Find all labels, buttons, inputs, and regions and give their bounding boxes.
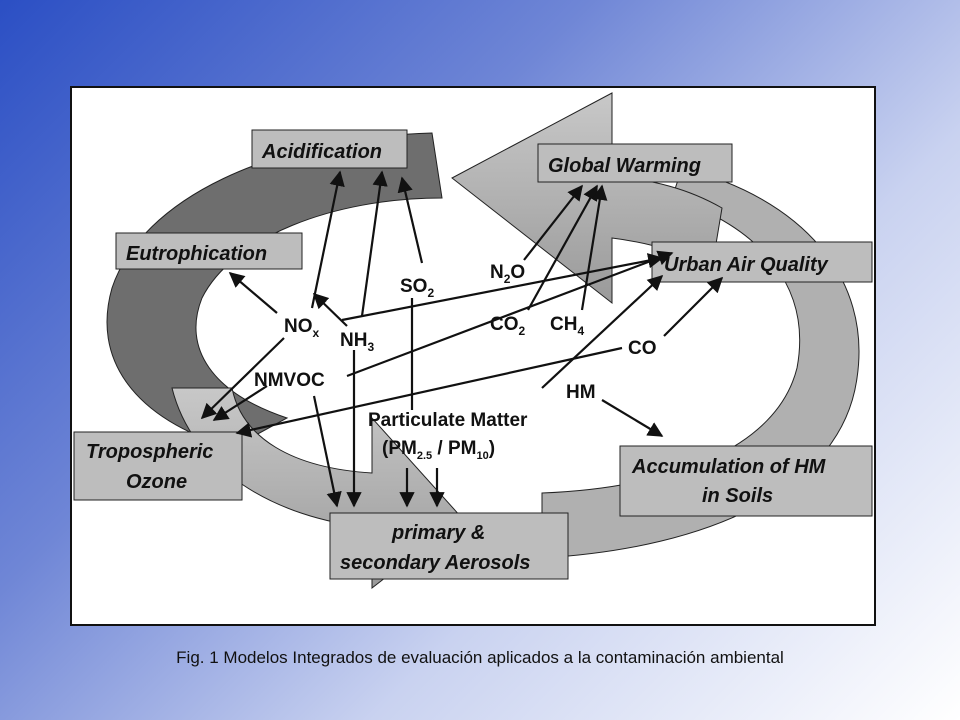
label-in-soils: in Soils — [702, 485, 773, 507]
label-accumulation: Accumulation of HM — [631, 456, 827, 478]
impact-boxes: Acidification Global Warming Eutrophicat… — [73, 129, 873, 580]
diagram-figure: Acidification Global Warming Eutrophicat… — [70, 86, 876, 626]
label-co2: CO2 — [490, 314, 526, 338]
arrow-nox-ozone — [200, 337, 285, 420]
box-eutrophication: Eutrophication — [115, 232, 303, 270]
box-accumulation-hm: Accumulation of HM in Soils — [619, 445, 873, 517]
label-eutrophication: Eutrophication — [126, 243, 267, 265]
box-urban-air-quality: Urban Air Quality — [651, 241, 873, 283]
arrow-nmvoc-ozone — [212, 385, 268, 421]
label-hm: HM — [566, 382, 596, 403]
box-global-warming: Global Warming — [537, 143, 733, 183]
arrow-co-urban — [663, 276, 724, 337]
label-urban-air-quality: Urban Air Quality — [664, 254, 829, 276]
label-ch4: CH4 — [550, 314, 584, 338]
label-co: CO — [628, 338, 657, 359]
cycle-arrow-left — [106, 132, 443, 449]
arrow-so2-acidification — [397, 176, 424, 264]
cycle-diagram: Acidification Global Warming Eutrophicat… — [73, 92, 873, 590]
connector-arrows — [200, 170, 724, 508]
arrow-hm-urban — [541, 274, 664, 389]
arrow-nmvoc-urban — [346, 250, 674, 378]
label-acidification: Acidification — [261, 141, 382, 163]
label-tropospheric: Tropospheric — [86, 441, 213, 463]
arrow-nox-urban — [341, 253, 664, 322]
label-so2: SO2 — [400, 276, 434, 300]
box-tropospheric-ozone: Tropospheric Ozone — [73, 431, 243, 501]
box-acidification: Acidification — [251, 129, 408, 169]
arrow-nh3-acidification — [360, 170, 388, 317]
arrow-co2-gw — [527, 184, 598, 311]
label-nox: NOx — [284, 316, 320, 340]
arrow-hm-accumulation — [601, 399, 664, 437]
arrow-ch4-gw — [580, 184, 608, 311]
label-nmvoc: NMVOC — [254, 370, 325, 391]
label-particulate-matter: Particulate Matter — [368, 410, 528, 431]
label-nh3: NH3 — [340, 330, 374, 354]
label-pm-sizes: (PM2.5 / PM10) — [382, 438, 495, 462]
label-n2o: N2O — [490, 262, 525, 286]
label-ozone: Ozone — [126, 471, 187, 493]
label-secondary-aerosols: secondary Aerosols — [340, 552, 530, 574]
arrow-co-ozone — [235, 346, 623, 438]
arrow-nox-eutrophication — [228, 272, 278, 314]
arrow-nox-acidification — [310, 170, 345, 309]
arrow-n2o-gw — [523, 184, 583, 261]
pollutant-labels: NOx NH3 SO2 N2O CO2 CH4 CO HM NMVOC Part… — [254, 262, 657, 462]
arrow-nh3-eutrophication — [312, 292, 348, 327]
box-aerosols: primary & secondary Aerosols — [329, 512, 569, 580]
label-primary: primary & — [391, 522, 485, 544]
label-global-warming: Global Warming — [548, 155, 701, 177]
figure-caption: Fig. 1 Modelos Integrados de evaluación … — [176, 648, 784, 667]
